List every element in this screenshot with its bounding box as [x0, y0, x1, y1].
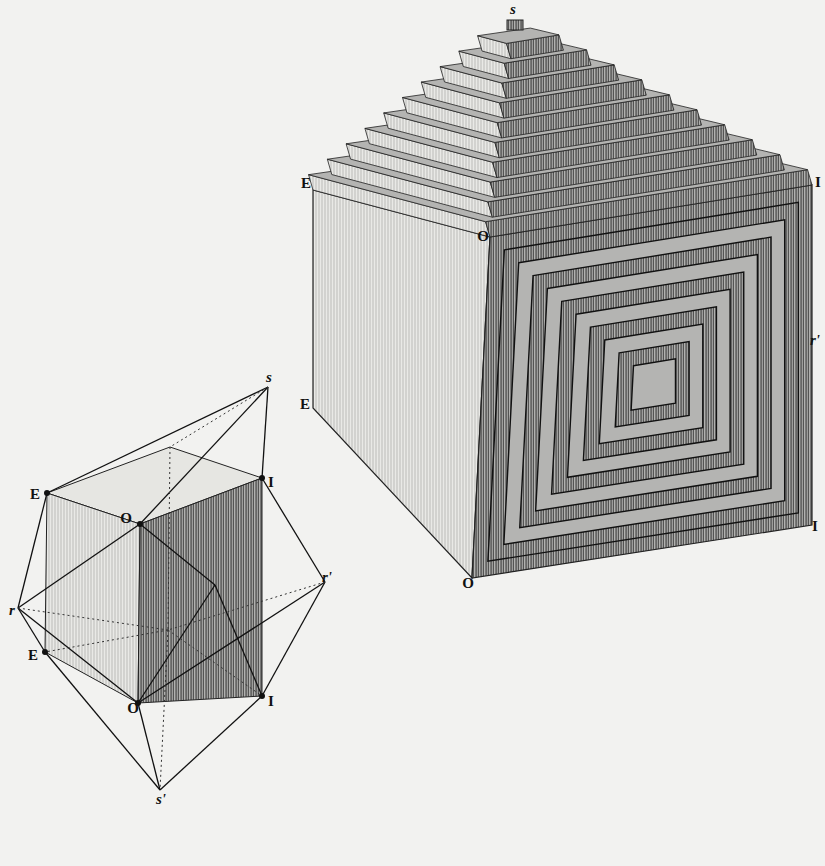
- crystal-edge: [262, 478, 325, 582]
- vertex-letter: E: [28, 648, 38, 663]
- crystal-edge: [45, 652, 160, 790]
- vertex-letter: s: [510, 2, 516, 17]
- hidden-edge: [168, 447, 170, 630]
- apex-block: [507, 20, 523, 30]
- vertex-dot: [137, 521, 143, 527]
- vertex-dot: [259, 475, 265, 481]
- crystal-edge: [140, 524, 215, 585]
- vertex-letter: I: [268, 475, 274, 490]
- vertex-letter: r': [810, 333, 820, 348]
- pyramid-layer: [478, 28, 564, 59]
- vertex-letter: I: [812, 519, 818, 534]
- vertex-dot: [44, 490, 50, 496]
- crystal-edge: [18, 524, 140, 608]
- crystal-edge: [138, 585, 215, 703]
- decrement-step: [504, 220, 785, 545]
- hidden-edge: [168, 630, 262, 696]
- vertex-letter: O: [120, 511, 132, 526]
- cube-face: [472, 185, 812, 578]
- decrement-step: [567, 289, 730, 477]
- vertex-letter: r': [322, 570, 332, 585]
- vertex-letter: r: [9, 603, 15, 618]
- crystal-edge: [140, 387, 268, 524]
- vertex-letter: O: [127, 701, 139, 716]
- cube-face: [45, 493, 140, 703]
- vertex-letter: E: [301, 176, 311, 191]
- vertex-letter: O: [477, 229, 489, 244]
- crystal-edge: [262, 582, 325, 696]
- crystal-edge: [47, 387, 268, 493]
- vertex-letter: I: [268, 694, 274, 709]
- hidden-edge: [45, 630, 168, 652]
- cube-face: [138, 478, 262, 703]
- hidden-edge: [160, 630, 168, 790]
- decrement-step: [552, 272, 744, 494]
- decrement-step: [615, 342, 689, 427]
- hidden-edge: [170, 387, 268, 447]
- cube-face: [313, 190, 490, 578]
- decrement-step: [599, 324, 702, 444]
- crystal-edge: [138, 703, 160, 790]
- crystal-edge: [138, 582, 325, 703]
- crystal-edge: [160, 696, 262, 790]
- vertex-letter: s: [266, 370, 272, 385]
- vertex-letter: I: [815, 175, 821, 190]
- vertex-dot: [259, 693, 265, 699]
- decrement-step: [631, 359, 675, 410]
- vertex-letter: E: [30, 487, 40, 502]
- crystal-edge: [262, 387, 268, 478]
- vertex-letter: O: [462, 576, 474, 591]
- vertex-dot: [42, 649, 48, 655]
- vertex-letter: s': [156, 792, 166, 807]
- hidden-edge: [18, 608, 168, 630]
- vertex-letter: E: [300, 397, 310, 412]
- decrement-step: [488, 202, 798, 561]
- decrement-step: [583, 307, 716, 461]
- crystal-edge: [18, 608, 138, 703]
- decrement-step: [536, 255, 758, 511]
- crystal-edge: [18, 608, 45, 652]
- hidden-edge: [168, 582, 325, 630]
- decrement-step: [520, 237, 771, 527]
